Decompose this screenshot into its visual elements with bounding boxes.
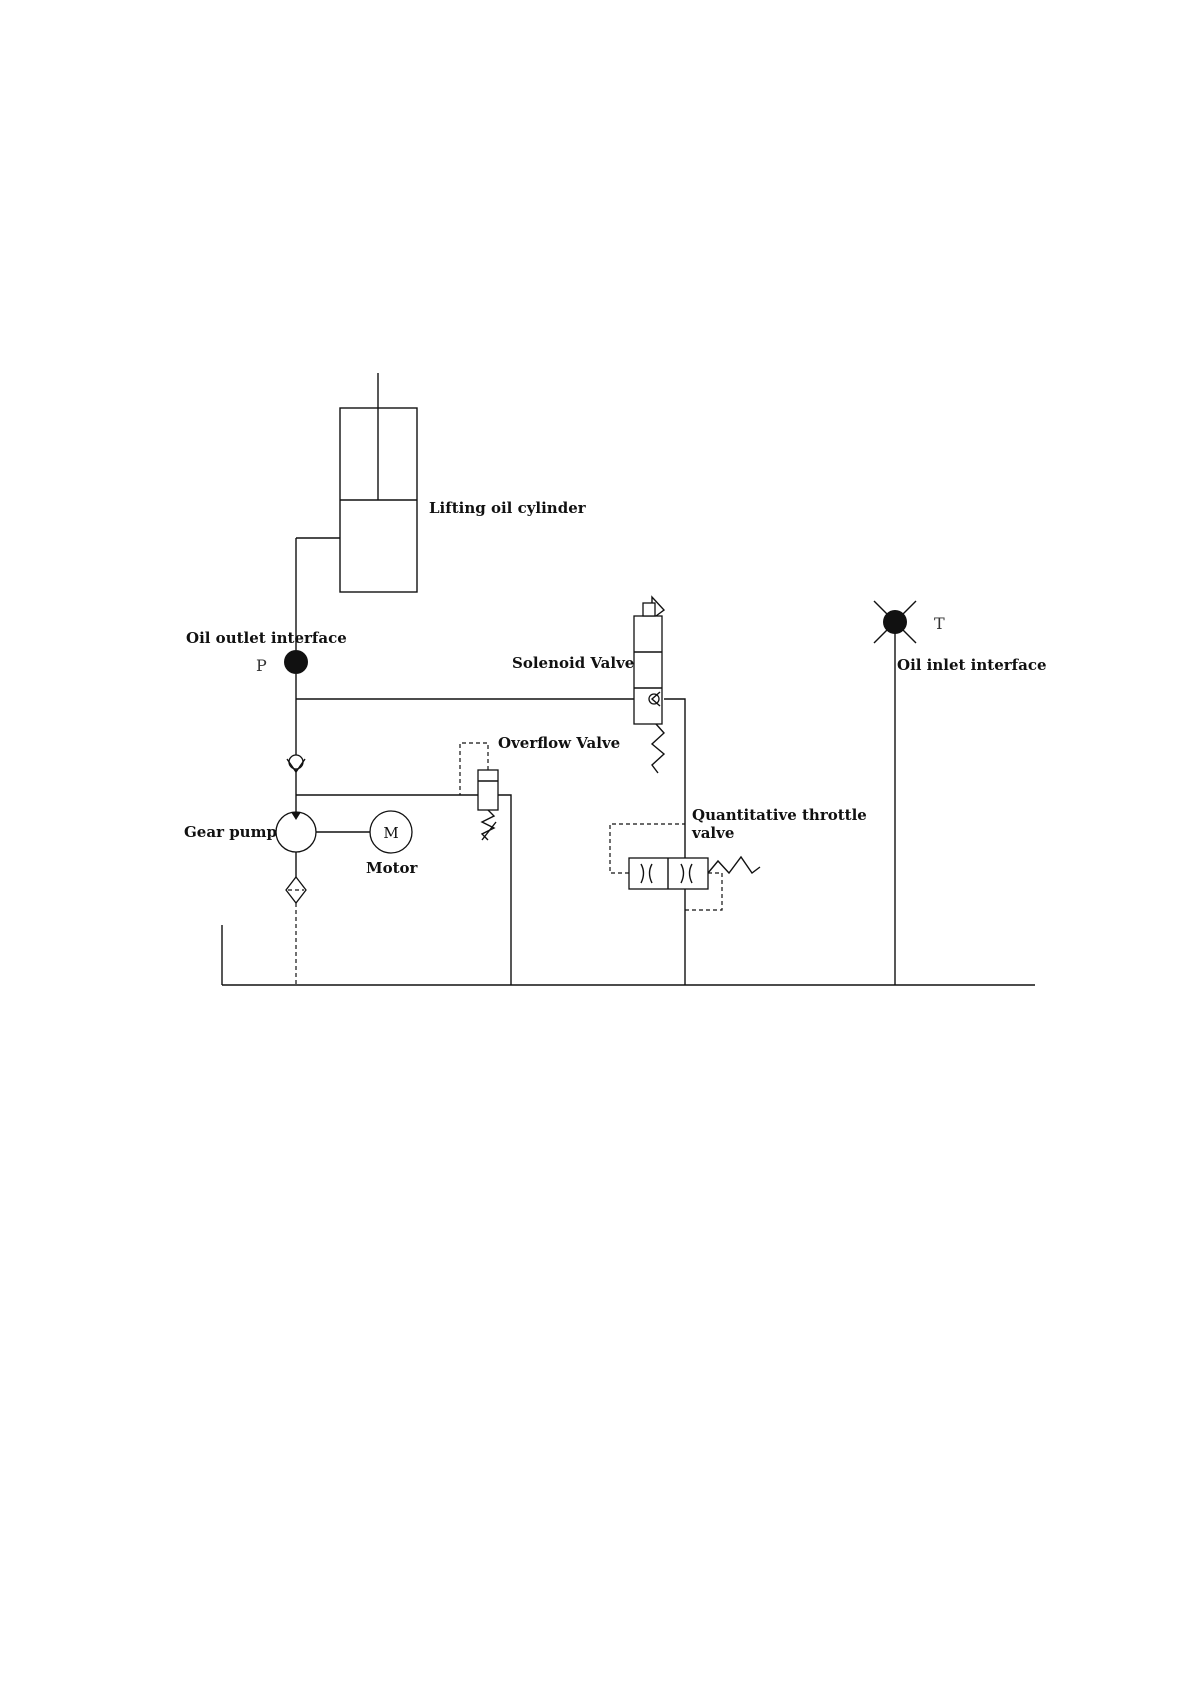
label-port-p: P — [256, 656, 267, 675]
check-valve-symbol — [287, 755, 305, 772]
gear-pump-symbol — [276, 812, 316, 852]
solenoid-check-ball — [649, 694, 659, 704]
label-throttle-line1: Quantitative throttle — [692, 806, 867, 824]
label-oil-outlet: Oil outlet interface — [186, 629, 347, 647]
solenoid-spring — [652, 724, 664, 773]
solenoid-coil — [643, 603, 655, 616]
filter-symbol — [286, 877, 306, 903]
motor-symbol-letter: M — [383, 824, 398, 842]
label-motor: Motor — [366, 859, 419, 877]
label-throttle-line2: valve — [691, 824, 734, 842]
overflow-valve-symbol — [460, 743, 498, 840]
overflow-valve-body — [478, 770, 498, 810]
label-gear-pump: Gear pump — [184, 823, 277, 841]
label-port-t: T — [934, 614, 945, 633]
label-lifting-cylinder: Lifting oil cylinder — [429, 499, 587, 517]
overflow-spring — [482, 810, 494, 840]
label-solenoid-valve: Solenoid Valve — [512, 654, 634, 672]
solenoid-return-line — [664, 699, 685, 985]
overflow-return-line — [498, 795, 511, 985]
label-overflow-valve: Overflow Valve — [498, 734, 620, 752]
pipelines — [222, 538, 1035, 985]
solenoid-valve-symbol — [634, 597, 664, 773]
label-oil-inlet: Oil inlet interface — [897, 656, 1047, 674]
lifting-cylinder-symbol — [340, 373, 417, 592]
oil-outlet-port — [284, 650, 308, 674]
solenoid-valve-body — [634, 616, 662, 724]
throttle-spring — [708, 857, 760, 873]
